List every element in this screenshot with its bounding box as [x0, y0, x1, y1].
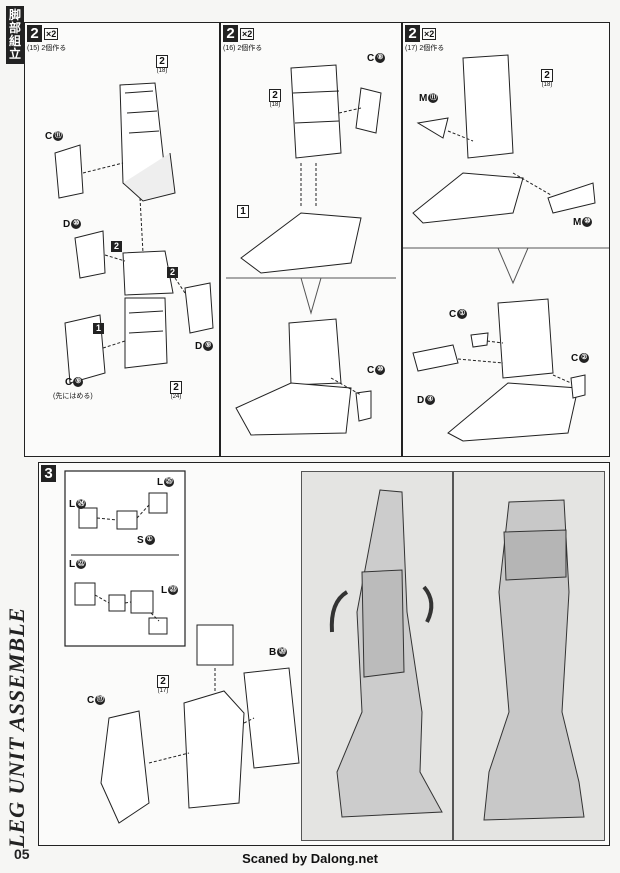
leg-assembly-drawing-16 [226, 64, 396, 436]
runner-tag: 2(24) [170, 381, 182, 400]
title-char: 立 [8, 47, 21, 61]
title-char: 組 [8, 34, 21, 48]
rotate-arrow-icon [329, 590, 349, 633]
finished-leg-photo-side [453, 471, 605, 841]
leg-assembly-drawing-17 [403, 54, 609, 442]
runner-tag: 1 [237, 205, 249, 218]
leg-unit-assemble-heading: LEG UNIT ASSEMBLE [4, 606, 29, 848]
page-number: 05 [14, 846, 30, 862]
runner-tag: 2(18) [269, 89, 281, 108]
runner-tag: 2(17) [157, 675, 169, 694]
order-marker: 1 [93, 323, 104, 334]
runner-tag: 2(18) [156, 55, 168, 74]
runner-tag: 2(18) [541, 69, 553, 88]
step-number-2: 2 ×2 (17) 2個作る [405, 25, 445, 52]
title-char: 脚 [8, 8, 21, 22]
order-marker: 2 [111, 241, 122, 252]
order-marker: 2 [167, 267, 178, 278]
c9-note: (先にはめる) [53, 393, 93, 400]
section-title-vertical: 脚 部 組 立 [6, 6, 24, 64]
knee-joint-drawing [64, 470, 300, 824]
step-number-3: 3 [41, 465, 56, 482]
rotate-arrow-icon [422, 585, 434, 623]
step-number-2: 2 ×2 (16) 2個作る [223, 25, 263, 52]
scan-credit: Scaned by Dalong.net [242, 851, 378, 866]
finished-leg-photo-front [301, 471, 453, 841]
step-number-2: 2 ×2 (15) 2個作る [27, 25, 67, 52]
title-char: 部 [8, 21, 21, 35]
